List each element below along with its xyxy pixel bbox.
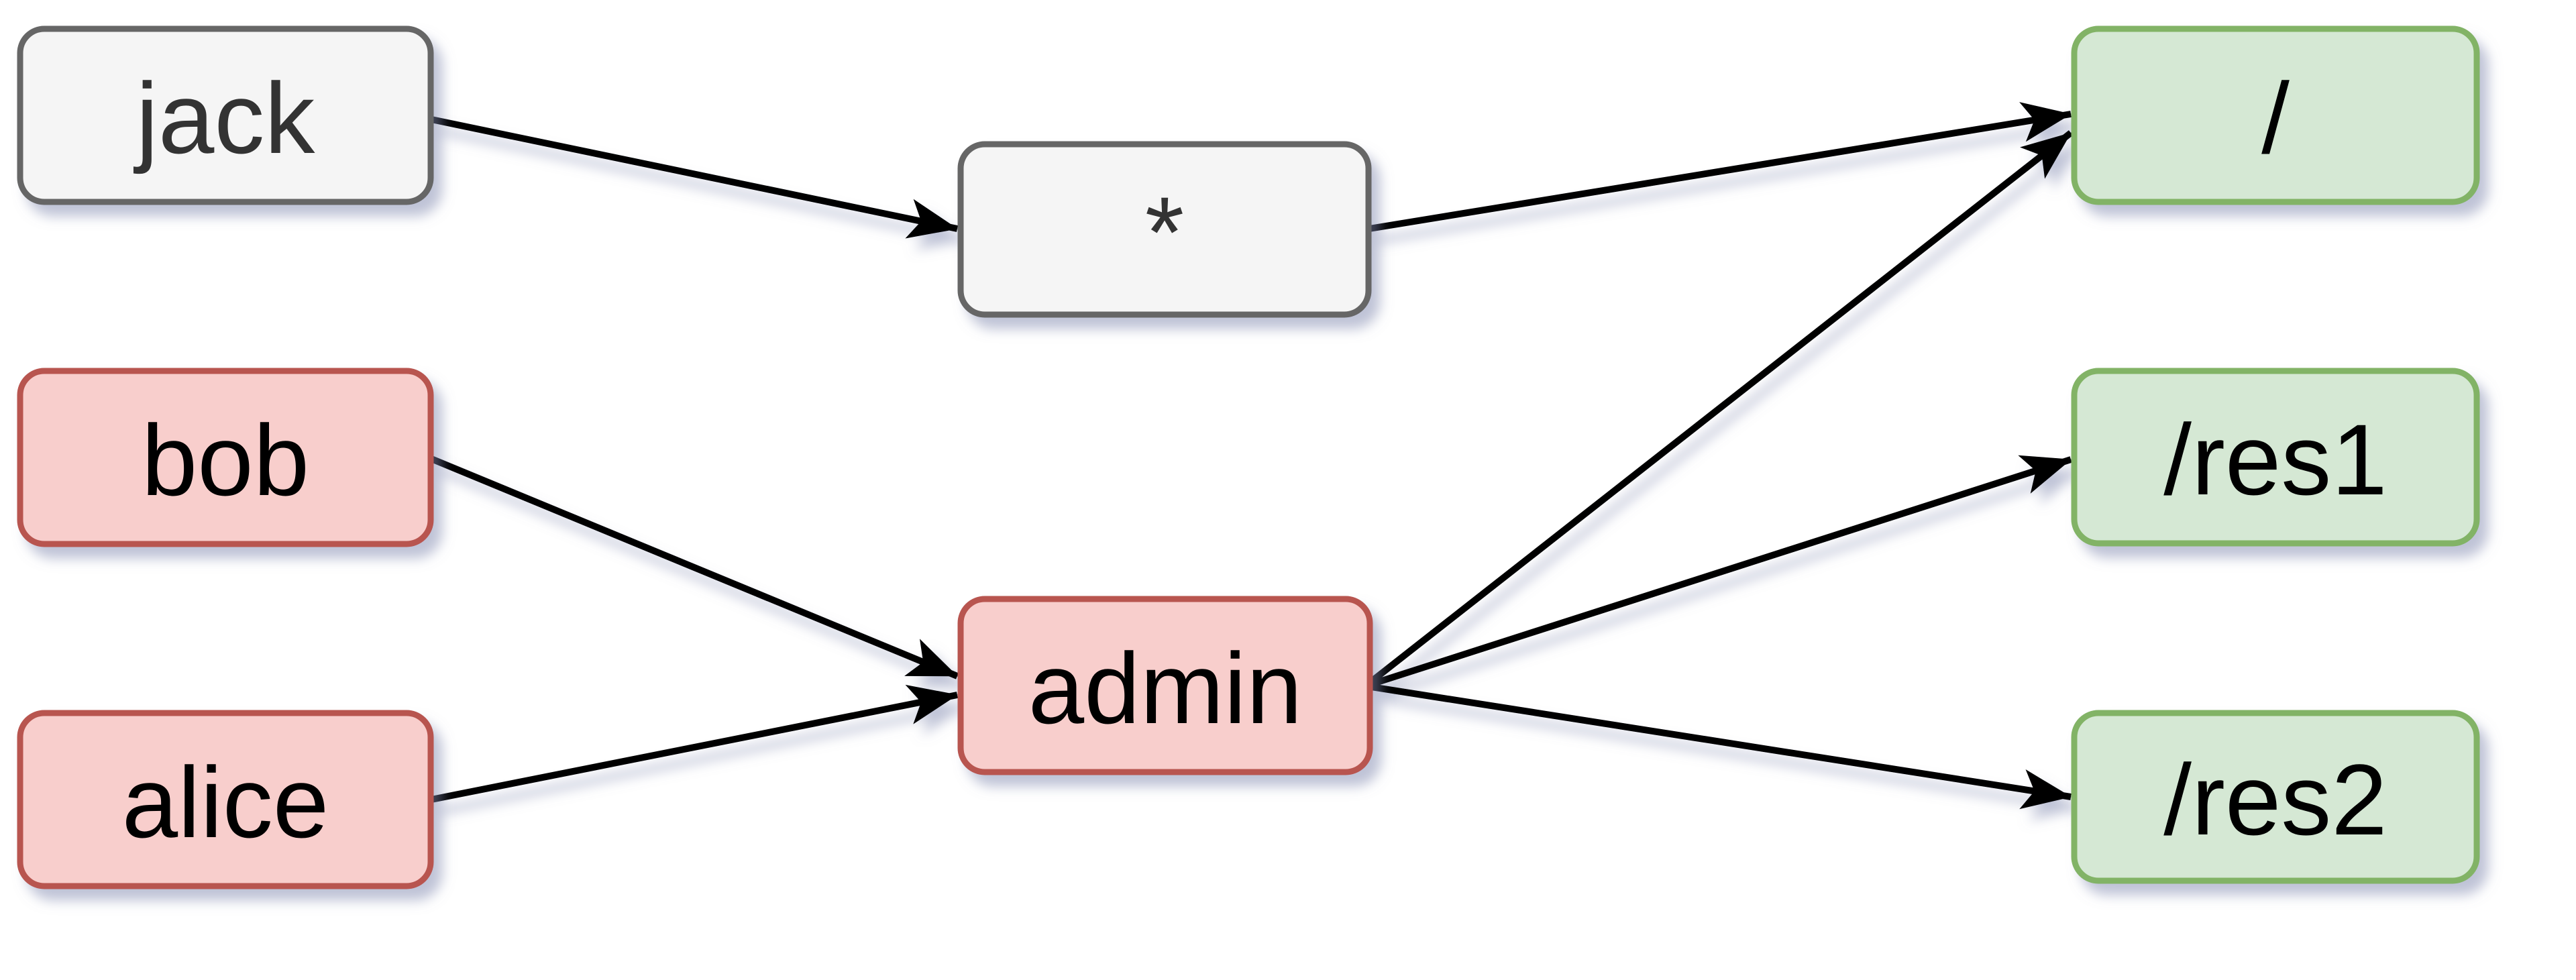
node-res2: /res2 <box>2071 710 2480 884</box>
node-bob: bob <box>17 368 434 547</box>
edge-star-to-root <box>1368 102 2072 232</box>
node-alice-label: alice <box>122 746 329 859</box>
edge-admin-to-res2 <box>1371 684 2072 810</box>
edge-alice-to-admin <box>431 684 958 803</box>
edge-layer <box>430 102 2074 810</box>
node-jack: jack <box>17 25 434 205</box>
node-star-label: * <box>1145 176 1184 288</box>
node-alice: alice <box>17 710 434 889</box>
node-star: * <box>957 141 1372 318</box>
edge-bob-to-admin <box>430 455 959 679</box>
node-res1-label: /res1 <box>2163 403 2387 516</box>
node-bob-label: bob <box>142 404 309 516</box>
node-root-label: / <box>2261 62 2290 174</box>
node-jack-label: jack <box>133 62 316 174</box>
node-root: / <box>2071 25 2480 205</box>
node-admin: admin <box>957 596 1373 775</box>
edge-jack-to-star <box>430 116 959 239</box>
edge-admin-to-res1 <box>1370 455 2072 688</box>
node-res2-label: /res2 <box>2163 743 2387 856</box>
node-admin-label: admin <box>1028 632 1303 745</box>
edge-admin-to-root <box>1368 130 2074 684</box>
node-res1: /res1 <box>2071 368 2480 547</box>
